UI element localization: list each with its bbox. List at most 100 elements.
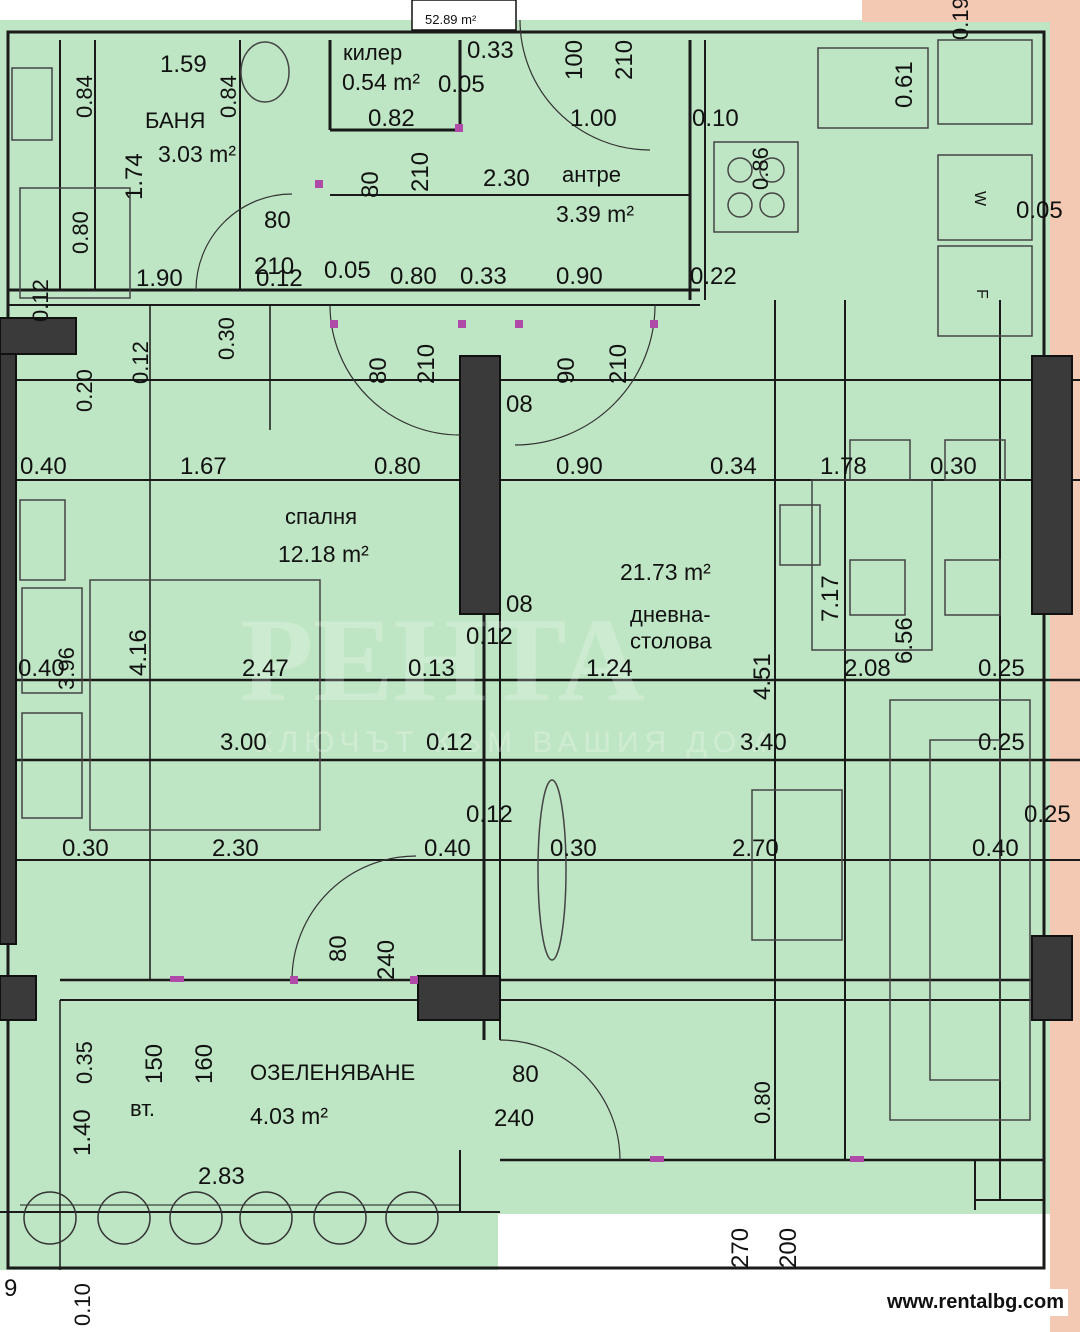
dim-label: 0.30	[930, 453, 977, 480]
walls	[0, 30, 1080, 1270]
chair	[849, 439, 911, 481]
shrub	[239, 1191, 293, 1245]
dim-label: 210	[413, 344, 440, 384]
dim-label: 0.40	[424, 835, 471, 862]
chair	[944, 559, 1001, 616]
dim-label: 240	[373, 940, 400, 980]
dim-label: 0.61	[891, 61, 918, 108]
room-hall-name: антре	[562, 162, 621, 187]
dim-label: 0.30	[214, 317, 239, 360]
shrub	[385, 1191, 439, 1245]
bath-sink	[11, 67, 53, 141]
dim-label: 0.86	[748, 147, 773, 190]
room-garden-name: ОЗЕЛЕНЯВАНЕ	[250, 1060, 415, 1085]
dim-label: 3.00	[220, 729, 267, 756]
dim-label: 0.12	[256, 265, 303, 292]
dim-label: 160	[191, 1044, 218, 1084]
bed-pillow	[21, 587, 83, 694]
dim-label: 0.80	[750, 1081, 775, 1124]
room-bathroom-area: 3.03 m²	[158, 141, 236, 167]
dim-label: 0.05	[324, 257, 371, 284]
sofa-seat	[929, 739, 1001, 1081]
dim-label: 0.05	[1016, 197, 1063, 224]
dim-label: 1.59	[160, 51, 207, 78]
dim-label: 0.22	[690, 263, 737, 290]
room-living-name: дневна-столова	[630, 602, 712, 653]
bottom-white-corner	[498, 1214, 1050, 1274]
garden-shrubs	[23, 1191, 439, 1245]
washer-label: W	[971, 191, 988, 207]
sofa	[889, 699, 1031, 1121]
dim-label: 0.33	[467, 37, 514, 64]
dim-label: 3.96	[54, 647, 79, 690]
dim-label: 0.12	[466, 801, 513, 828]
dim-label: 0.30	[550, 835, 597, 862]
dim-label: 0.25	[1024, 801, 1071, 828]
dim-label: 80	[512, 1061, 539, 1088]
door-swings	[195, 19, 656, 1161]
dim-label: 80	[325, 935, 352, 962]
dim-label: 270	[727, 1228, 754, 1268]
dim-label: вт.	[130, 1096, 155, 1121]
dim-label: 240	[494, 1105, 534, 1132]
watermark-tagline: КЛЮЧЪТ КЪМ ВАШИЯ ДОМ	[255, 726, 773, 759]
dim-label: 4.16	[125, 629, 152, 676]
dim-label: 0.25	[978, 655, 1025, 682]
stove-ring	[759, 157, 785, 183]
dim-label: 0.10	[692, 105, 739, 132]
dim-label: 0.13	[408, 655, 455, 682]
dim-label: 0.90	[556, 453, 603, 480]
door-markers	[170, 124, 864, 1162]
dim-label: 80	[264, 207, 291, 234]
stove-ring	[727, 157, 753, 183]
dim-label: 1.24	[586, 655, 633, 682]
dim-label: 150	[141, 1044, 168, 1084]
shrub	[23, 1191, 77, 1245]
dim-label: 2.30	[212, 835, 259, 862]
dim-label: 210	[605, 344, 632, 384]
dim-label: 2.47	[242, 655, 289, 682]
stove	[713, 141, 799, 233]
chair	[849, 559, 906, 616]
dim-label: 0.84	[72, 75, 97, 118]
dim-label: 3.40	[740, 729, 787, 756]
dim-label: 1.67	[180, 453, 227, 480]
dim-label: 4.51	[749, 653, 776, 700]
stove-ring	[727, 192, 753, 218]
dim-label: 0.12	[128, 341, 153, 384]
dim-label: 0.40	[18, 655, 65, 682]
right-strip	[1050, 0, 1080, 1332]
furniture	[11, 39, 1033, 1121]
chair	[944, 439, 1006, 481]
dim-label: 0.12	[28, 279, 53, 322]
dim-label: 0.40	[20, 453, 67, 480]
washer-box	[937, 154, 1033, 241]
dim-label: 210	[254, 253, 294, 280]
dim-label: 0.90	[556, 263, 603, 290]
total-area-label: 52.89 m²	[425, 12, 477, 27]
dim-label: 0.19	[948, 0, 973, 40]
dim-label: 2.83	[198, 1163, 245, 1190]
dim-label: 80	[357, 171, 384, 198]
chair	[779, 504, 821, 566]
bed-pillow	[21, 712, 83, 819]
dim-label: 100	[561, 40, 588, 80]
structural-columns	[0, 317, 1073, 1021]
dim-label: 200	[775, 1228, 802, 1268]
bed	[89, 579, 321, 831]
dim-label: 1.90	[136, 265, 183, 292]
dim-label: 08	[506, 591, 533, 618]
dim-label: 0.80	[374, 453, 421, 480]
dim-label: 08	[506, 391, 533, 418]
room-bedroom-area: 12.18 m²	[278, 541, 369, 567]
room-pantry-name: килер	[343, 40, 402, 65]
dim-label: 1.40	[69, 1109, 96, 1156]
fridge-label: F	[973, 289, 990, 299]
shower-tray	[19, 187, 131, 299]
shrub	[97, 1191, 151, 1245]
dim-label: 0.05	[438, 71, 485, 98]
stove-ring	[759, 192, 785, 218]
dim-label: 0.10	[70, 1283, 95, 1326]
dim-label: 7.17	[817, 575, 844, 622]
dim-label: 0.34	[710, 453, 757, 480]
